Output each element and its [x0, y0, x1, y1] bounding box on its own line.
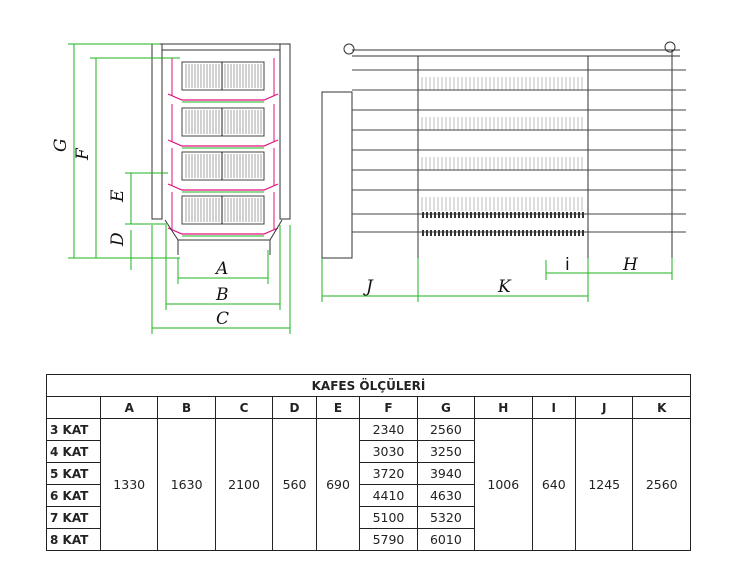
col-header-a: A [99, 396, 159, 419]
cell-f: 3720 [359, 462, 418, 485]
row-label: 3 KAT [46, 418, 101, 441]
table-title: KAFES ÖLÇÜLERİ [46, 374, 691, 397]
cell-f: 3030 [359, 440, 418, 463]
row-label: 6 KAT [46, 484, 101, 507]
dim-label-g: G [51, 138, 71, 152]
cell-h: 1006 [474, 418, 533, 551]
dim-label-c: C [216, 309, 229, 329]
dim-label-h: H [622, 255, 639, 275]
dim-label-f: F [73, 147, 93, 161]
cell-g: 3940 [416, 462, 476, 485]
cell-e: 690 [315, 418, 361, 551]
cell-c: 2100 [214, 418, 274, 551]
cell-a: 1330 [99, 418, 159, 551]
row-label: 7 KAT [46, 506, 101, 529]
cell-k: 2560 [632, 418, 691, 551]
cell-g: 4630 [416, 484, 476, 507]
dim-label-b: B [215, 285, 229, 305]
col-header-f: F [359, 396, 418, 419]
cell-f: 5100 [359, 506, 418, 529]
dimension-labels: G F E D A B C J K i H [51, 138, 639, 329]
row-label: 5 KAT [46, 462, 101, 485]
cell-d: 560 [272, 418, 317, 551]
dimension-lines [68, 43, 673, 334]
row-label: 4 KAT [46, 440, 101, 463]
cell-g: 3250 [416, 440, 476, 463]
cell-b: 1630 [157, 418, 216, 551]
cell-g: 5320 [416, 506, 476, 529]
col-header-c: C [214, 396, 274, 419]
col-header-d: D [272, 396, 317, 419]
corner-cell [46, 396, 101, 419]
dim-label-d: D [108, 232, 128, 247]
col-header-b: B [157, 396, 216, 419]
cell-f: 5790 [359, 528, 418, 551]
col-header-i: I [531, 396, 577, 419]
dim-label-i: i [565, 255, 570, 275]
cell-j: 1245 [575, 418, 634, 551]
dim-label-a: A [214, 259, 228, 279]
dim-label-j: J [363, 277, 374, 297]
side-view [321, 41, 686, 259]
col-header-h: H [474, 396, 533, 419]
cell-f: 4410 [359, 484, 418, 507]
col-header-k: K [632, 396, 691, 419]
cell-g: 2560 [416, 418, 476, 441]
dim-label-k: K [497, 277, 512, 297]
cage-dimension-drawing: G F E D A B C J K i H [51, 41, 686, 334]
cell-g: 6010 [416, 528, 476, 551]
col-header-j: J [575, 396, 634, 419]
row-label: 8 KAT [46, 528, 101, 551]
col-header-e: E [315, 396, 361, 419]
front-view [151, 43, 291, 255]
dim-label-e: E [108, 189, 128, 203]
col-header-g: G [416, 396, 476, 419]
cell-f: 2340 [359, 418, 418, 441]
cell-i: 640 [531, 418, 577, 551]
